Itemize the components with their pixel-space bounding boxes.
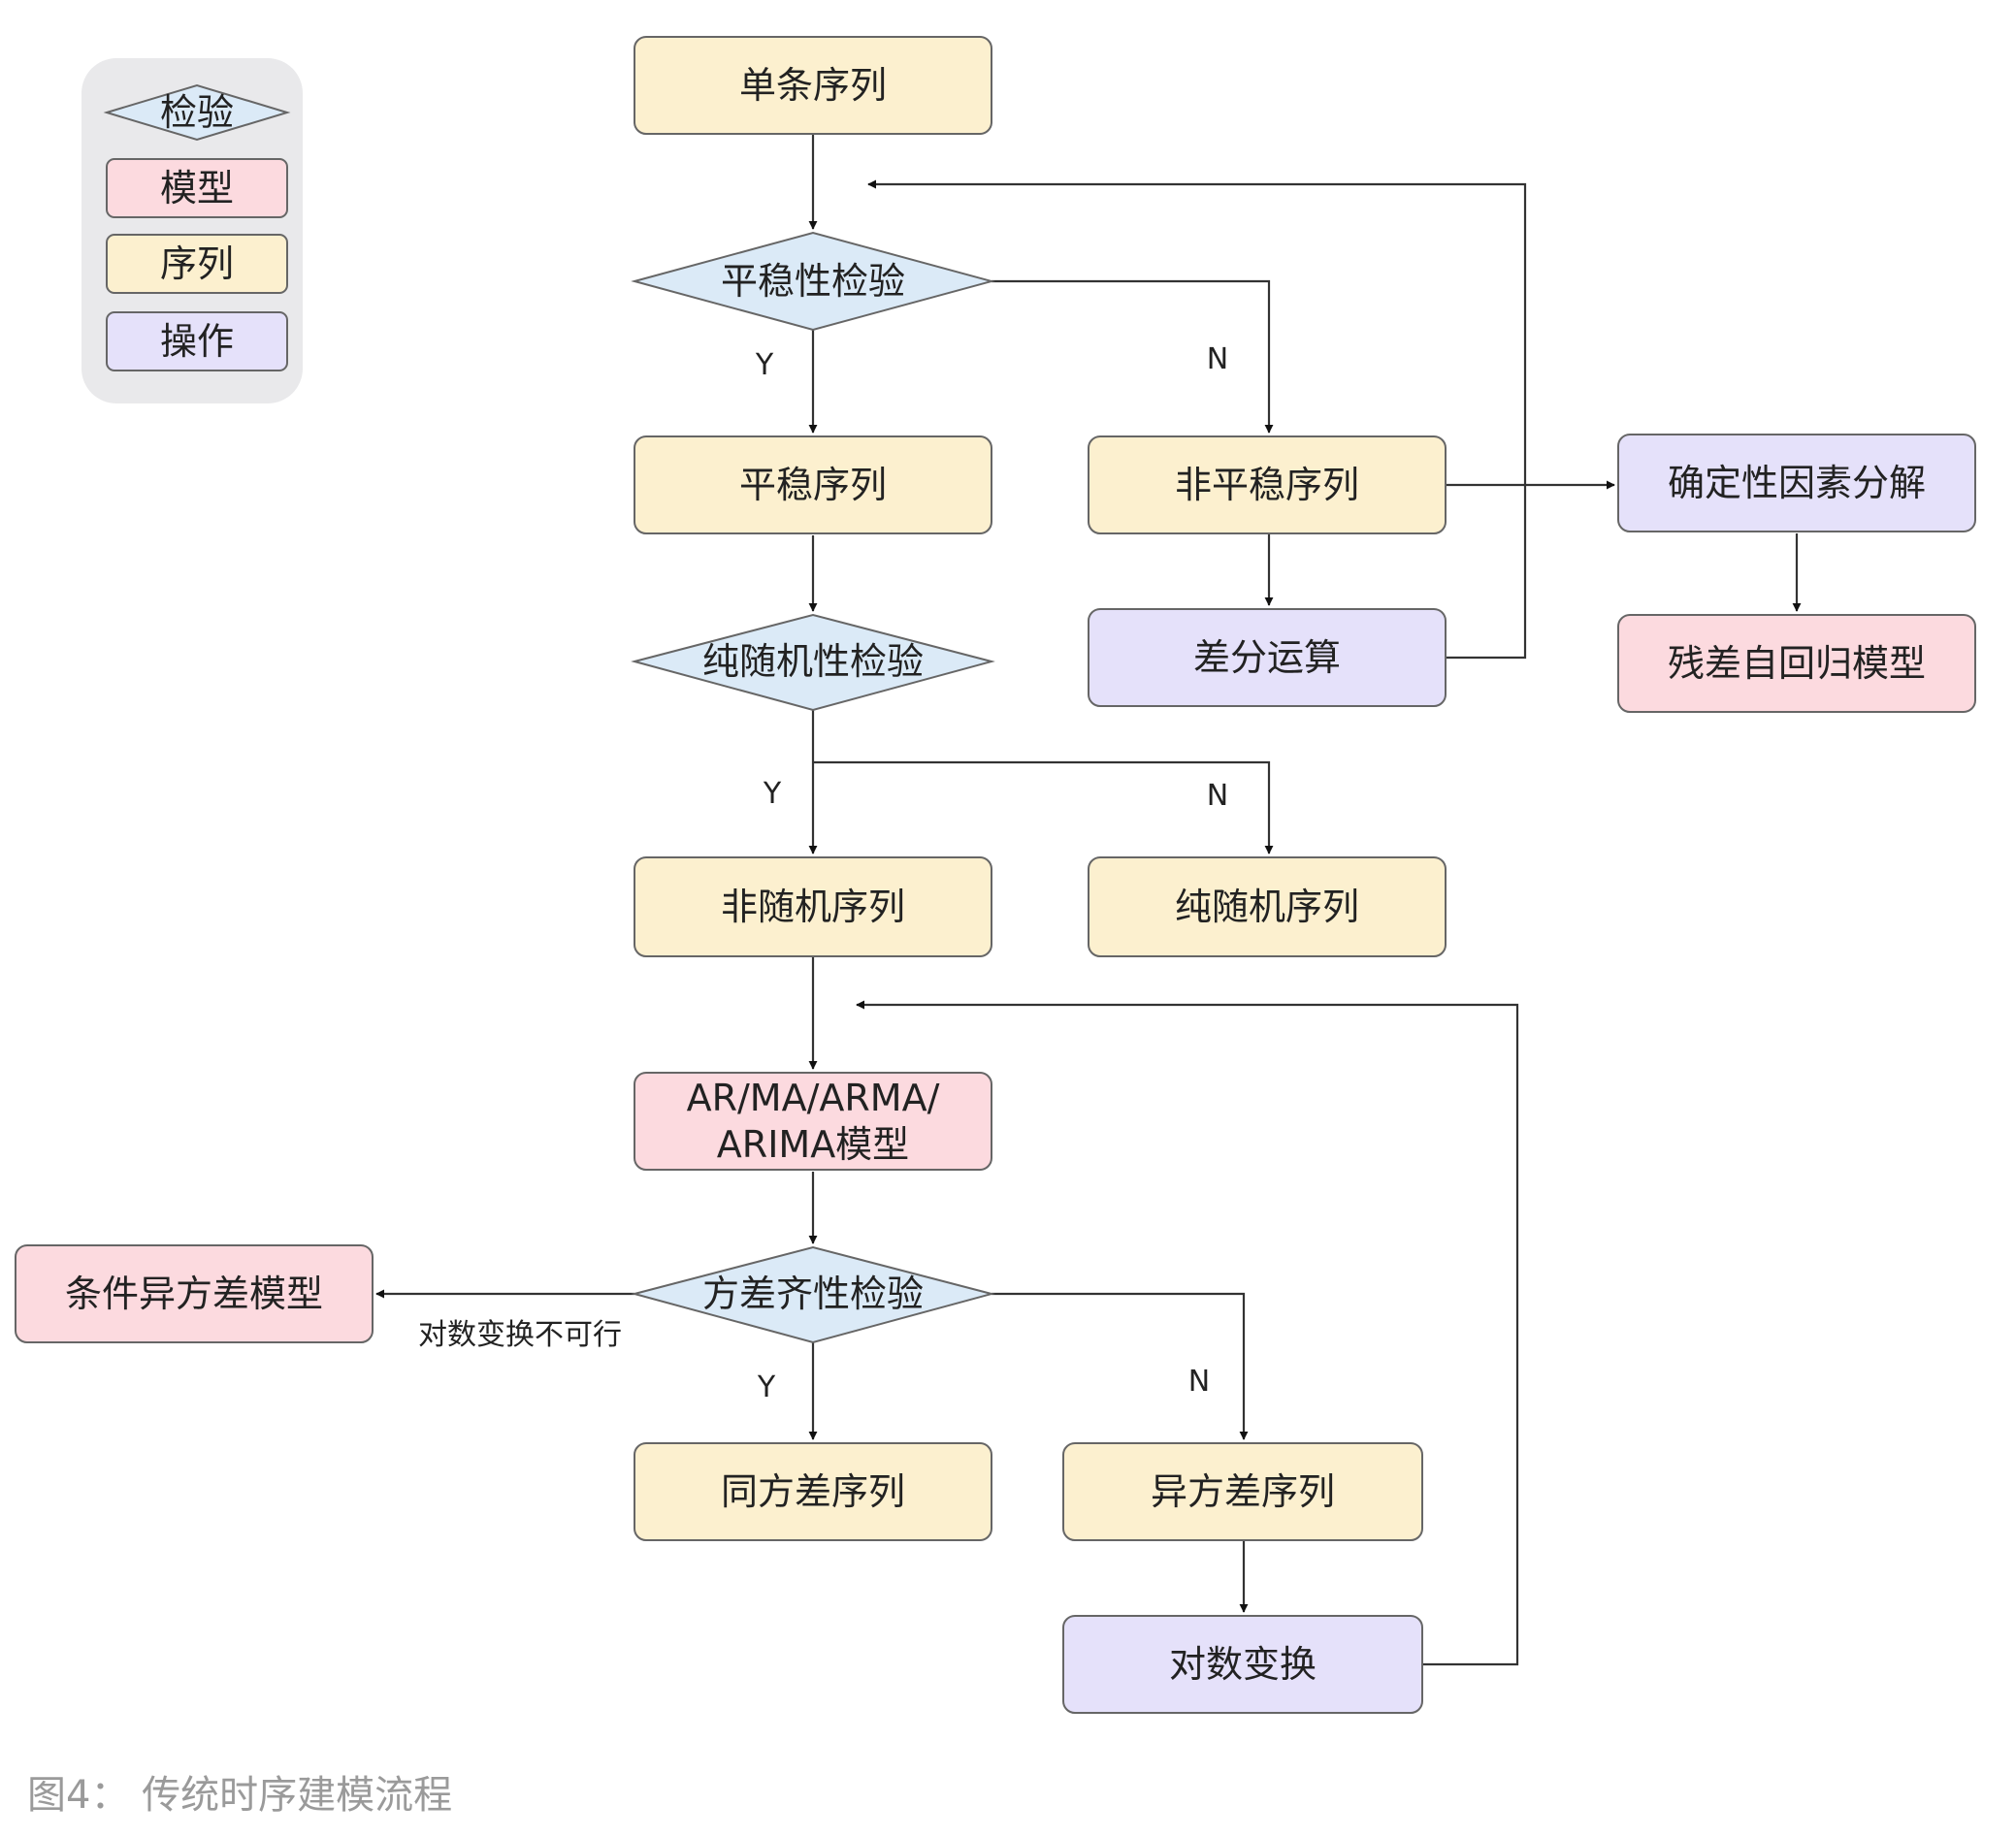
node-white-noise-series-label: 纯随机序列 — [1175, 886, 1359, 928]
edge-log-loop — [856, 1000, 1519, 1666]
label-variance-yes: Y — [757, 1370, 776, 1404]
node-nonrandom-series: 非随机序列 — [634, 856, 992, 957]
legend: 检验 模型 序列 操作 — [81, 58, 303, 403]
node-homoscedastic-series-shape — [634, 1442, 992, 1541]
node-log-transform-label: 对数变换 — [1169, 1643, 1317, 1686]
label-whitenoise-no: N — [1207, 779, 1228, 813]
node-conditional-heteroscedastic-model: 条件异方差模型 — [15, 1244, 374, 1343]
node-white-noise-series-shape — [1088, 856, 1447, 957]
legend-operation-label: 操作 — [160, 320, 234, 363]
node-arima-model: AR/MA/ARMA/ ARIMA模型 — [634, 1072, 992, 1171]
node-nonstationary-series-shape — [1088, 435, 1447, 534]
node-homoscedasticity-test-shape — [631, 1245, 995, 1344]
legend-operation-shape — [106, 311, 288, 371]
label-stationarity-no: N — [1207, 342, 1228, 376]
node-heteroscedastic-series-shape — [1062, 1442, 1423, 1541]
legend-check-label: 检验 — [160, 91, 234, 134]
node-conditional-heteroscedastic-model-label: 条件异方差模型 — [65, 1273, 323, 1315]
node-stationary-series-label: 平稳序列 — [739, 464, 887, 506]
node-deterministic-decomposition-label: 确定性因素分解 — [1668, 462, 1926, 504]
figure-caption: 图4： 传统时序建模流程 — [27, 1773, 453, 1818]
node-single-series: 单条序列 — [634, 36, 992, 135]
node-nonrandom-series-shape — [634, 856, 992, 957]
node-residual-ar-model-label: 残差自回归模型 — [1668, 642, 1926, 685]
label-stationarity-yes: Y — [755, 348, 774, 382]
node-deterministic-decomposition-shape — [1617, 434, 1976, 532]
node-log-transform-shape — [1062, 1615, 1423, 1714]
node-nonrandom-series-label: 非随机序列 — [721, 886, 905, 928]
node-arima-model-label-line1: AR/MA/ARMA/ — [687, 1077, 940, 1119]
nodes: 单条序列 平稳性检验 平稳序列 非平稳序列 确定性因素分解 差分运算 — [15, 36, 1976, 1714]
node-arima-model-shape — [634, 1072, 992, 1171]
node-stationary-series: 平稳序列 — [634, 435, 992, 534]
node-homoscedasticity-test: 方差齐性检验 — [631, 1245, 995, 1344]
node-deterministic-decomposition: 确定性因素分解 — [1617, 434, 1976, 532]
node-differencing: 差分运算 — [1088, 608, 1447, 707]
node-residual-ar-model: 残差自回归模型 — [1617, 614, 1976, 713]
node-white-noise-series: 纯随机序列 — [1088, 856, 1447, 957]
node-stationary-series-shape — [634, 435, 992, 534]
node-single-series-label: 单条序列 — [739, 64, 887, 107]
edge-variance-no — [992, 1292, 1249, 1440]
label-log-not-feasible: 对数变换不可行 — [418, 1318, 622, 1352]
node-log-transform: 对数变换 — [1062, 1615, 1423, 1714]
node-homoscedastic-series-label: 同方差序列 — [721, 1470, 905, 1513]
node-single-series-shape — [634, 36, 992, 135]
node-stationarity-test: 平稳性检验 — [631, 231, 995, 332]
node-white-noise-test-shape — [631, 613, 995, 712]
node-white-noise-test-label: 纯随机性检验 — [702, 640, 924, 683]
node-differencing-label: 差分运算 — [1193, 636, 1341, 679]
legend-model-shape — [106, 158, 288, 218]
node-nonstationary-series-label: 非平稳序列 — [1175, 464, 1359, 506]
node-nonstationary-series: 非平稳序列 — [1088, 435, 1447, 534]
node-stationarity-test-shape — [631, 231, 995, 332]
edge-stationarity-no — [992, 279, 1274, 434]
label-variance-no: N — [1188, 1365, 1210, 1399]
edge-differencing-loop — [867, 179, 1527, 660]
node-homoscedasticity-test-label: 方差齐性检验 — [702, 1273, 924, 1315]
edge-labels: Y N Y N Y N 对数变换不可行 — [418, 342, 1228, 1404]
legend-model-label: 模型 — [160, 167, 234, 209]
edges — [375, 134, 1802, 1666]
legend-sequence-label: 序列 — [160, 242, 234, 285]
node-conditional-heteroscedastic-model-shape — [15, 1244, 374, 1343]
node-heteroscedastic-series-label: 异方差序列 — [1151, 1470, 1335, 1513]
legend-sequence-shape — [106, 234, 288, 294]
node-homoscedastic-series: 同方差序列 — [634, 1442, 992, 1541]
node-arima-model-label-line2: ARIMA模型 — [717, 1123, 909, 1166]
node-heteroscedastic-series: 异方差序列 — [1062, 1442, 1423, 1541]
label-whitenoise-yes: Y — [763, 777, 782, 811]
node-white-noise-test: 纯随机性检验 — [631, 613, 995, 712]
node-differencing-shape — [1088, 608, 1447, 707]
node-stationarity-test-label: 平稳性检验 — [721, 260, 905, 303]
node-residual-ar-model-shape — [1617, 614, 1976, 713]
edge-whitenoise-no — [813, 760, 1274, 854]
legend-check-shape — [103, 83, 291, 142]
